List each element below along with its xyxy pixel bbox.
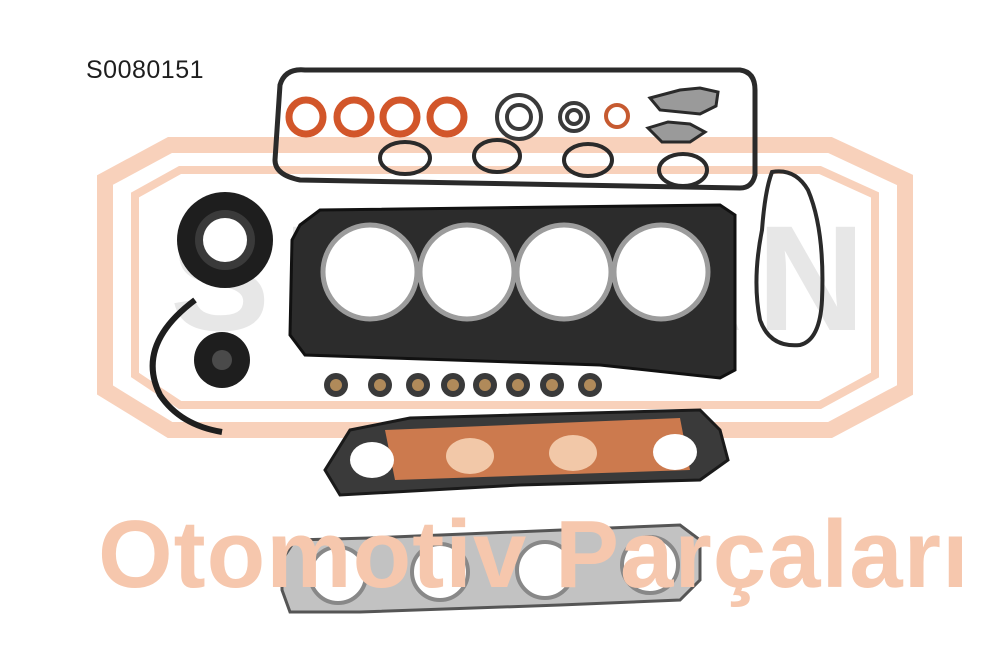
small-gaskets bbox=[645, 86, 720, 144]
half-moon-seal bbox=[149, 297, 223, 435]
exhaust-manifold-gasket bbox=[280, 523, 702, 614]
valve-cover-gasket bbox=[272, 67, 758, 191]
o-rings bbox=[495, 93, 630, 141]
camshaft-seal bbox=[194, 332, 250, 388]
plug-hole-2 bbox=[472, 138, 522, 174]
cylinder-bore-3 bbox=[514, 222, 614, 322]
plug-hole-1 bbox=[378, 140, 432, 176]
cylinder-head-gasket bbox=[288, 203, 737, 380]
intake-manifold-gasket bbox=[323, 408, 730, 497]
cylinder-bore-4 bbox=[611, 222, 711, 322]
spark-plug-tube-seals bbox=[285, 96, 468, 138]
valve-stem-seals bbox=[324, 373, 602, 397]
crankshaft-oil-seal bbox=[177, 192, 273, 288]
plug-hole-3 bbox=[562, 142, 614, 178]
plug-hole-4 bbox=[657, 152, 709, 188]
product-code: S0080151 bbox=[86, 56, 205, 84]
cylinder-bore-1 bbox=[320, 222, 420, 322]
water-pump-gasket bbox=[754, 169, 825, 348]
cylinder-bore-2 bbox=[417, 222, 517, 322]
watermark-tagline: Otomotiv Parçaları bbox=[98, 501, 970, 608]
